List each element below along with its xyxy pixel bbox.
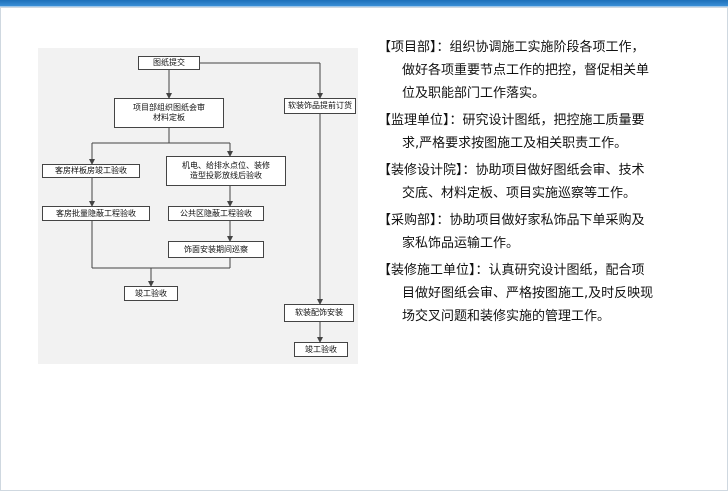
role-descriptions: 【项目部】：组织协调施工实施阶段各项工作， 做好各项重要节点工作的把控，督促相关…: [378, 36, 678, 332]
role-text-line: 做好各项重要节点工作的把控，督促相关单: [402, 63, 650, 78]
role-text-line: 【监理单位】：研究设计图纸，把控施工质量要: [378, 113, 645, 128]
node-completion-left: 竣工验收: [124, 286, 178, 301]
role-text-line: 场交叉问题和装修实施的管理工作。: [402, 309, 611, 324]
title-bar: [0, 0, 728, 6]
node-soft-install: 软装配饰安装: [284, 304, 354, 322]
role-text-line: 【采购部】：协助项目做好家私饰品下单采购及: [378, 213, 645, 228]
flowchart-connectors: [89, 62, 323, 343]
role-project-dept: 【项目部】：组织协调施工实施阶段各项工作， 做好各项重要节点工作的把控，督促相关…: [378, 36, 678, 105]
node-finish-patrol: 饰面安装期间巡察: [168, 241, 264, 258]
flowchart-panel: 图纸提交 项目部组织图纸会审 材料定板 软装饰品提前订货 客房样板房竣工验收 机…: [38, 48, 358, 364]
role-text-line: 求,严格要求按图施工及相关职责工作。: [402, 136, 628, 151]
role-text-line: 【项目部】：组织协调施工实施阶段各项工作，: [378, 40, 645, 55]
role-text-line: 位及职能部门工作落实。: [402, 86, 546, 101]
node-mep-layout: 机电、给排水点位、装修 造型投影放线后验收: [166, 156, 286, 186]
role-supervision: 【监理单位】：研究设计图纸，把控施工质量要 求,严格要求按图施工及相关职责工作。: [378, 109, 678, 155]
node-review-finalize: 项目部组织图纸会审 材料定板: [114, 98, 224, 128]
role-contractor: 【装修施工单位】：认真研究设计图纸，配合项 目做好图纸会审、严格按图施工,及时反…: [378, 259, 678, 328]
title-bar-line: [0, 6, 728, 7]
role-text-line: 家私饰品运输工作。: [402, 236, 520, 251]
node-guestroom-sample: 客房样板房竣工验收: [42, 164, 140, 178]
role-text-line: 【装修设计院】：协助项目做好图纸会审、技术: [378, 163, 645, 178]
node-guestroom-hidden: 客房批量隐蔽工程验收: [42, 206, 150, 221]
role-text-line: 交底、材料定板、项目实施巡察等工作。: [402, 186, 637, 201]
node-completion-right: 竣工验收: [294, 342, 348, 357]
node-soft-furnishing-order: 软装饰品提前订货: [284, 98, 356, 114]
role-text-line: 目做好图纸会审、严格按图施工,及时反映现: [402, 286, 654, 301]
node-drawings-submit: 图纸提交: [138, 56, 200, 70]
role-design-institute: 【装修设计院】：协助项目做好图纸会审、技术 交底、材料定板、项目实施巡察等工作。: [378, 159, 678, 205]
role-text-line: 【装修施工单位】：认真研究设计图纸，配合项: [378, 263, 645, 278]
role-procurement: 【采购部】：协助项目做好家私饰品下单采购及 家私饰品运输工作。: [378, 209, 678, 255]
node-public-hidden: 公共区隐蔽工程验收: [168, 206, 264, 221]
